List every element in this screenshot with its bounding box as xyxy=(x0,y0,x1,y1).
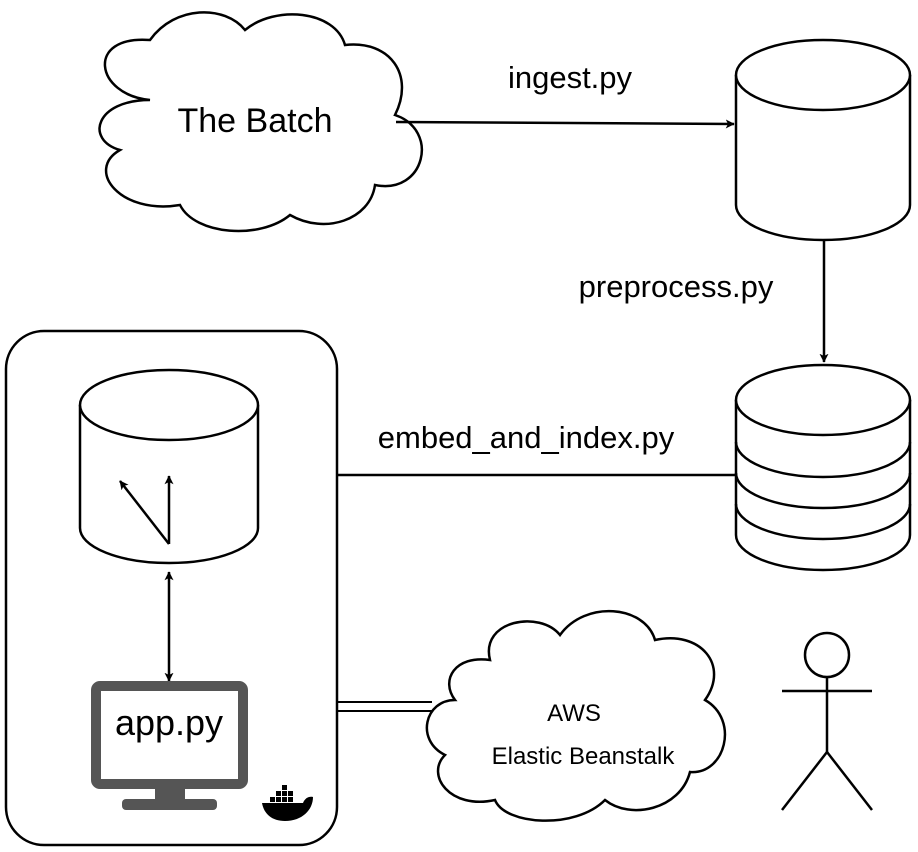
cloud-icon xyxy=(98,11,423,233)
aws-cloud: AWS Elastic Beanstalk xyxy=(425,610,727,822)
app-monitor-label: app.py xyxy=(115,702,223,743)
edge-preprocess: preprocess.py xyxy=(579,240,829,363)
edge-preprocess-label: preprocess.py xyxy=(579,269,774,304)
aws-cloud-label-line1: AWS xyxy=(547,700,601,727)
source-cloud-label: The Batch xyxy=(178,102,333,140)
edge-ingest: ingest.py xyxy=(395,60,735,129)
edge-embed: embed_and_index.py xyxy=(261,420,736,480)
vector-arrows-icon xyxy=(119,475,174,545)
edge-ingest-label: ingest.py xyxy=(508,60,633,95)
vector-index-store xyxy=(78,368,260,565)
desktop-monitor-icon xyxy=(91,681,248,810)
edge-embed-label: embed_and_index.py xyxy=(378,420,675,455)
app-monitor: app.py xyxy=(91,681,248,810)
cloud-icon xyxy=(425,610,727,822)
stick-figure-user-icon xyxy=(781,631,873,811)
raw-data-store xyxy=(734,38,912,242)
processed-data-store xyxy=(734,363,912,572)
docker-whale-icon xyxy=(262,785,313,821)
source-cloud: The Batch xyxy=(98,11,423,233)
edge-container-aws xyxy=(337,701,432,712)
aws-cloud-label-line2: Elastic Beanstalk xyxy=(492,743,676,770)
